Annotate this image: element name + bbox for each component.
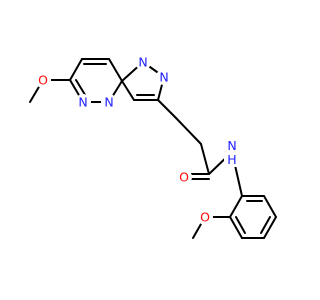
triazole-nitrogen-top: N	[138, 55, 147, 70]
atom-bg	[135, 54, 151, 70]
atom-bg	[75, 94, 91, 110]
atom-bg	[156, 69, 172, 85]
bond	[157, 99, 177, 119]
bond	[175, 117, 202, 145]
triazole-nitrogen-mid: N	[159, 70, 168, 85]
atom-bg	[197, 209, 213, 225]
bond	[200, 143, 210, 175]
bridge-nitrogen: N	[104, 95, 113, 110]
atom-bg	[101, 94, 117, 110]
bond	[108, 58, 123, 82]
bond	[263, 216, 277, 239]
bond	[229, 216, 243, 239]
atom-bg	[35, 72, 51, 88]
atom-bg	[224, 137, 240, 167]
atom-bg	[176, 169, 192, 185]
bond	[229, 195, 243, 218]
bond	[121, 80, 135, 101]
methoxy-oxygen-left: O	[38, 73, 48, 88]
pyridazine-nitrogen: N	[78, 95, 87, 110]
bond	[263, 195, 277, 218]
amide-oxygen: O	[179, 170, 189, 185]
bond	[260, 216, 271, 234]
methoxy-oxygen-aryl: O	[200, 210, 210, 225]
bond	[235, 216, 246, 234]
bond	[69, 58, 83, 81]
